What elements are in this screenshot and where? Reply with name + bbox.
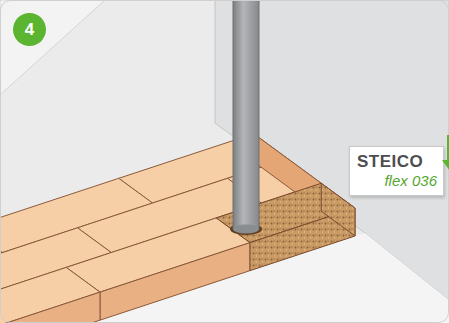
ceiling-slope [0, 0, 105, 95]
step-number-circle: 4 [13, 13, 46, 46]
product-name: flex 036 [357, 172, 437, 190]
step-number: 4 [25, 21, 34, 38]
arrow-shape [442, 135, 449, 171]
product-label: STEICOflex 036 [349, 146, 444, 196]
pipe [233, 0, 259, 234]
down-arrow [440, 135, 449, 171]
brand-name: STEICO [357, 152, 437, 172]
